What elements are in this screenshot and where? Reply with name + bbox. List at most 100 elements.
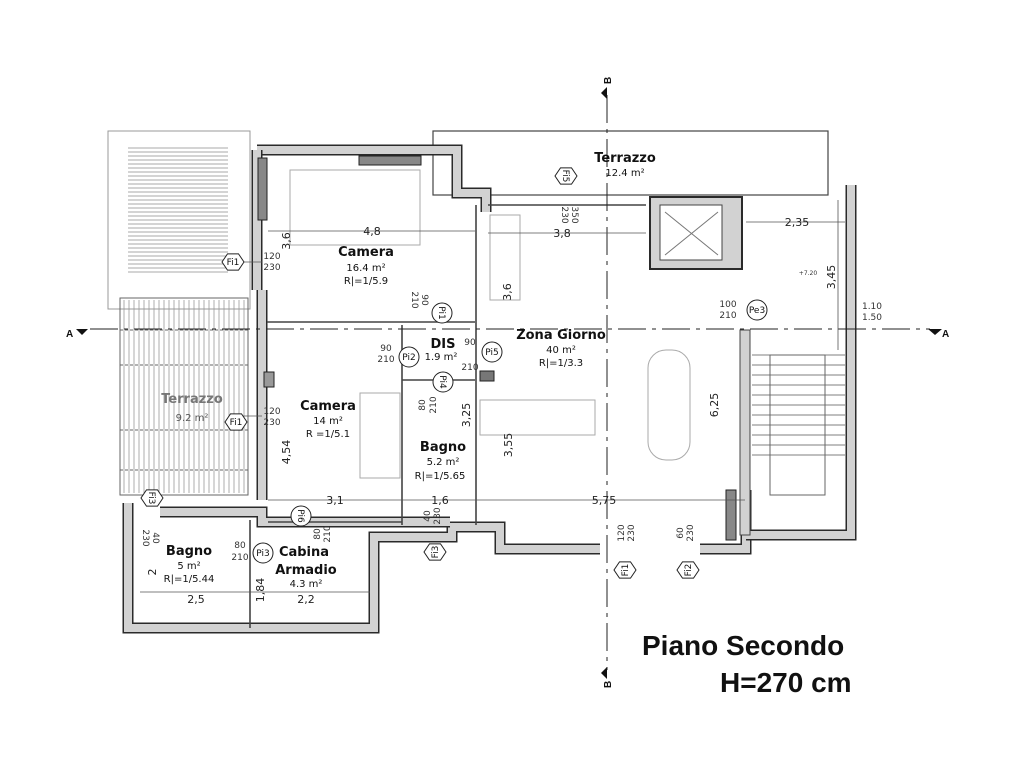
opening-tags: Fi1 Fi1 Fi5 Pe3 Pi1 Pi2 Pi4 Pi5 Fi3 Fi3 … bbox=[140, 167, 768, 579]
section-b-top: B bbox=[603, 77, 614, 84]
fi3-bagno2-h: 230 bbox=[140, 529, 150, 546]
tag-pi1: Pi1 bbox=[431, 302, 453, 324]
exterior-walls bbox=[122, 144, 857, 634]
room-terrazzo-left-area: 9.2 m² bbox=[176, 413, 209, 424]
section-a-right: A bbox=[942, 329, 949, 340]
room-terrazzo-top-name: Terrazzo bbox=[594, 151, 656, 166]
pi4-h: 210 bbox=[429, 396, 439, 413]
pi5-w: 90 bbox=[464, 338, 476, 348]
dim-bagno1-depth: 3,25 bbox=[460, 403, 473, 428]
dim-bagno2-width: 2,5 bbox=[187, 593, 205, 606]
tag-pe3: Pe3 bbox=[746, 299, 768, 321]
dim-zona-width-bottom: 5,75 bbox=[592, 494, 617, 507]
fi5-h: 350 bbox=[569, 206, 579, 223]
tag-outline bbox=[140, 489, 164, 507]
tag-outline bbox=[554, 167, 578, 185]
floor-height: H=270 cm bbox=[720, 667, 852, 698]
terrace-top-outline bbox=[432, 130, 829, 196]
room-dis-name: DIS bbox=[431, 337, 456, 352]
tag-label: Fi2 bbox=[684, 564, 694, 577]
tag-outline bbox=[423, 543, 447, 561]
fi1-bottom-w: 120 bbox=[617, 524, 627, 541]
pi3-h: 210 bbox=[231, 553, 248, 563]
tag-outline bbox=[221, 253, 245, 271]
tag-label: Fi1 bbox=[230, 418, 243, 428]
fi1-top-h: 230 bbox=[263, 263, 280, 273]
tag-label: Fi1 bbox=[227, 258, 240, 268]
tag-pi5: Pi5 bbox=[481, 341, 503, 363]
room-zona-giorno-ratio: R|=1/3.3 bbox=[539, 358, 583, 369]
terrace-left-grid bbox=[119, 297, 249, 496]
tag-outline bbox=[432, 371, 454, 393]
fi1-top-w: 120 bbox=[263, 252, 280, 262]
dimension-lines bbox=[140, 200, 845, 593]
room-camera-1-ratio: R|=1/5.9 bbox=[344, 276, 388, 287]
window-right-h: 1.50 bbox=[862, 313, 882, 323]
tag-label: Fi3 bbox=[431, 546, 441, 559]
fi5-w: 230 bbox=[559, 206, 569, 223]
stairs bbox=[752, 354, 845, 496]
tag-outline bbox=[676, 561, 700, 579]
room-cabina-area: 4.3 m² bbox=[290, 579, 323, 590]
tag-outline bbox=[398, 346, 420, 368]
pi1-w: 90 bbox=[419, 294, 429, 306]
tag-label: Pi2 bbox=[402, 353, 415, 363]
pi4-w: 80 bbox=[418, 399, 428, 411]
tag-label: Fi5 bbox=[560, 170, 570, 183]
tag-label: Pi5 bbox=[485, 348, 498, 358]
fi1-mid-w: 120 bbox=[263, 407, 280, 417]
tag-outline bbox=[746, 299, 768, 321]
dim-camera2-width: 3,1 bbox=[326, 494, 344, 507]
room-camera-2-name: Camera bbox=[300, 399, 356, 414]
dim-camera1-depth: 3,6 bbox=[280, 232, 293, 250]
room-cabina-name-2: Armadio bbox=[275, 563, 337, 578]
tag-pi6: Pi6 bbox=[290, 505, 312, 527]
tag-pi4: Pi4 bbox=[432, 371, 454, 393]
level-mark: +7.20 bbox=[799, 270, 818, 277]
tag-outline bbox=[481, 341, 503, 363]
dim-stair-depth: 3,45 bbox=[825, 265, 838, 290]
room-cabina-name-1: Cabina bbox=[279, 545, 329, 560]
fi1-mid-h: 230 bbox=[263, 418, 280, 428]
tag-fi1-bottom: Fi1 bbox=[613, 561, 637, 579]
tag-outline bbox=[613, 561, 637, 579]
tag-fi2: Fi2 bbox=[676, 561, 700, 579]
tag-fi5: Fi5 bbox=[554, 167, 578, 185]
fi2-w: 60 bbox=[676, 527, 686, 539]
section-lines bbox=[76, 87, 942, 679]
section-a-left: A bbox=[66, 329, 73, 340]
room-bagno-2-ratio: R|=1/5.44 bbox=[164, 574, 215, 585]
pi6-w: 80 bbox=[313, 528, 323, 540]
terrace-outline bbox=[119, 297, 249, 496]
pi1-h: 210 bbox=[409, 291, 419, 308]
pe3-w: 100 bbox=[719, 300, 736, 310]
room-bagno-1-ratio: R|=1/5.65 bbox=[415, 471, 466, 482]
pi5-h: 210 bbox=[461, 363, 478, 373]
dim-zona-width-top: 3,8 bbox=[553, 227, 571, 240]
pi6-h: 210 bbox=[323, 525, 333, 542]
window-right-w: 1.10 bbox=[862, 302, 882, 312]
room-zona-giorno-area: 40 m² bbox=[546, 345, 576, 356]
room-camera-1-area: 16.4 m² bbox=[346, 263, 385, 274]
fi3-bagno1-h: 230 bbox=[433, 507, 443, 524]
floor-title: Piano Secondo bbox=[642, 630, 844, 661]
dim-stair-width: 2,35 bbox=[785, 216, 810, 229]
tag-label: Pi4 bbox=[437, 375, 447, 389]
fi3-bagno2-w: 40 bbox=[150, 532, 160, 544]
tag-outline bbox=[290, 505, 312, 527]
room-camera-1-name: Camera bbox=[338, 245, 394, 260]
fi1-bottom-h: 230 bbox=[627, 524, 637, 541]
tag-fi1-top: Fi1 bbox=[221, 253, 245, 271]
pe3-h: 210 bbox=[719, 311, 736, 321]
dim-cabina-width: 2,2 bbox=[297, 593, 315, 606]
room-bagno-2-name: Bagno bbox=[166, 544, 212, 559]
section-b-bottom: B bbox=[603, 681, 614, 688]
tag-fi3-bagno1: Fi3 bbox=[423, 543, 447, 561]
fi2-h: 230 bbox=[686, 524, 696, 541]
room-camera-2-area: 14 m² bbox=[313, 416, 343, 427]
terrace-top-left-hatch bbox=[107, 130, 251, 310]
tag-fi1-mid: Fi1 bbox=[224, 413, 248, 431]
dim-zona-depth-top: 3,6 bbox=[501, 283, 514, 301]
stair-landing bbox=[769, 354, 826, 496]
